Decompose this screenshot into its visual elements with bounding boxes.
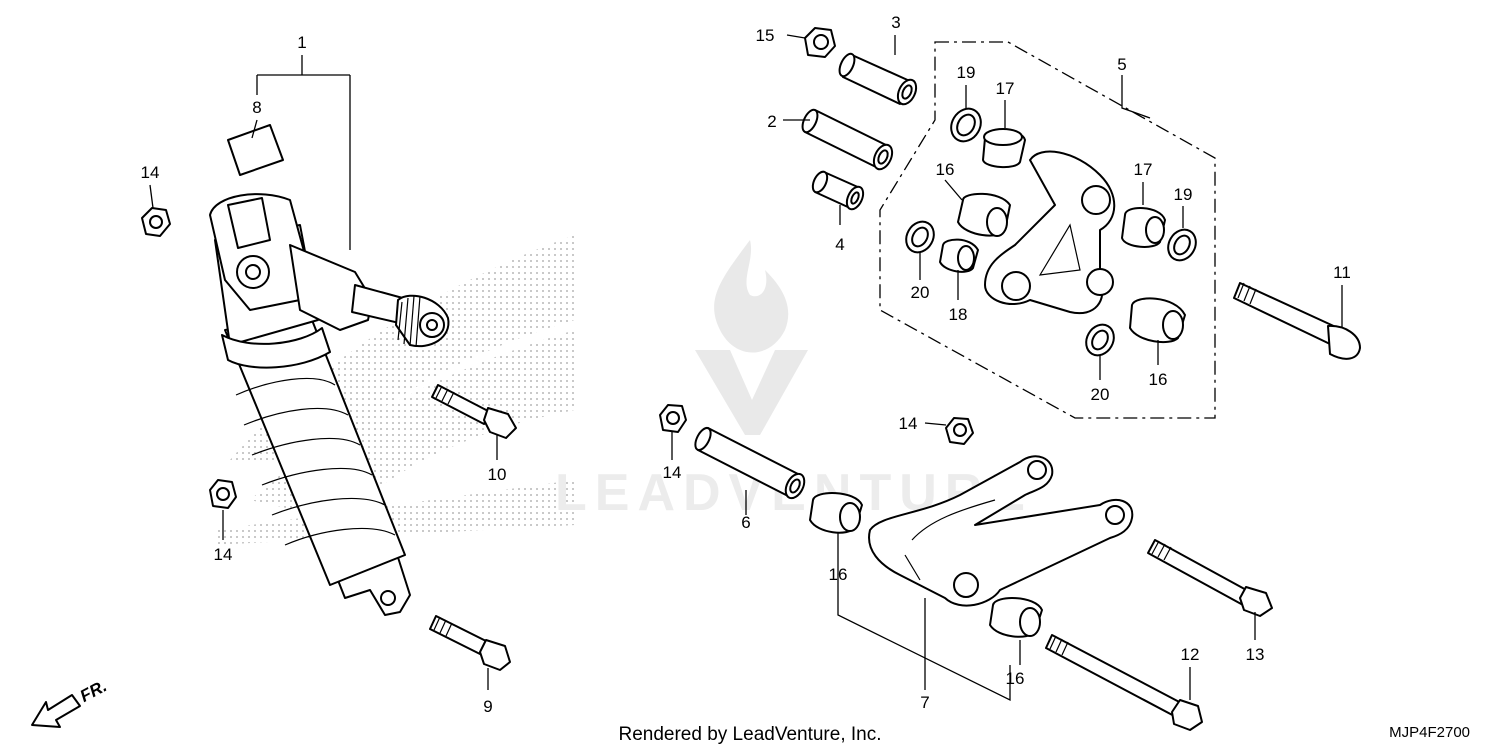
callout-1: 1 — [297, 33, 306, 52]
seal-20a[interactable] — [901, 217, 940, 258]
callout-14d: 14 — [899, 414, 918, 433]
seal-20b[interactable] — [1081, 320, 1120, 361]
rear-shock-absorber[interactable] — [209, 193, 450, 616]
callout-18: 18 — [949, 305, 968, 324]
bushing-16b[interactable] — [1129, 297, 1186, 344]
bushing-18[interactable] — [939, 238, 979, 273]
bolt-9[interactable] — [429, 615, 511, 671]
callout-8: 8 — [252, 98, 261, 117]
bushing-16a[interactable] — [957, 192, 1011, 237]
callout-14c: 14 — [663, 463, 682, 482]
callout-20b: 20 — [1091, 385, 1110, 404]
callout-16b: 16 — [1149, 370, 1168, 389]
nut-14d[interactable] — [945, 417, 974, 445]
callout-9: 9 — [483, 697, 492, 716]
callout-19a: 19 — [957, 63, 976, 82]
callout-16a: 16 — [936, 160, 955, 179]
collar-4[interactable] — [810, 169, 867, 211]
nut-14c[interactable] — [659, 404, 687, 433]
bolt-13[interactable] — [1147, 539, 1273, 617]
pipe-6[interactable] — [692, 426, 808, 502]
nut-14a[interactable] — [141, 207, 171, 237]
seal-19b[interactable] — [1163, 225, 1202, 266]
callout-labels: 1 2 3 4 5 6 7 8 9 10 11 12 13 14 14 14 1… — [141, 13, 1351, 716]
callout-3: 3 — [891, 13, 900, 32]
callout-12: 12 — [1181, 645, 1200, 664]
callout-4: 4 — [835, 235, 844, 254]
callout-5: 5 — [1117, 55, 1126, 74]
leader-lines — [149, 34, 1343, 702]
footer-credit: Rendered by LeadVenture, Inc. — [618, 724, 881, 745]
cushion-connecting-rod[interactable] — [868, 455, 1134, 607]
callout-2: 2 — [767, 112, 776, 131]
callout-14b: 14 — [214, 545, 233, 564]
callout-20a: 20 — [911, 283, 930, 302]
callout-19b: 19 — [1174, 185, 1193, 204]
callout-10: 10 — [488, 465, 507, 484]
callout-11: 11 — [1333, 263, 1351, 282]
collar-2[interactable] — [799, 108, 895, 173]
diagram-code: MJP4F2700 — [1389, 724, 1470, 741]
callout-16d: 16 — [1006, 669, 1025, 688]
callout-17b: 17 — [1134, 160, 1153, 179]
callout-17a: 17 — [996, 79, 1015, 98]
label-sticker[interactable] — [227, 124, 284, 176]
bushing-16d[interactable] — [989, 597, 1043, 638]
front-direction-arrow: FR. — [31, 676, 110, 728]
callout-14a: 14 — [141, 163, 160, 182]
bolt-12[interactable] — [1045, 634, 1203, 731]
nut-15[interactable] — [804, 27, 836, 58]
bushing-16c[interactable] — [809, 492, 863, 534]
bolt-11[interactable] — [1233, 282, 1361, 360]
seal-19a[interactable] — [945, 103, 986, 146]
callout-7: 7 — [920, 693, 929, 712]
direction-label: FR. — [77, 676, 110, 706]
bushing-17a[interactable] — [982, 128, 1026, 168]
bushing-17b[interactable] — [1121, 207, 1166, 248]
collar-3[interactable] — [836, 52, 919, 108]
callout-15: 15 — [756, 26, 775, 45]
callout-6: 6 — [741, 513, 750, 532]
callout-13: 13 — [1246, 645, 1265, 664]
callout-16c: 16 — [829, 565, 848, 584]
bolt-10[interactable] — [431, 384, 517, 439]
nut-14b[interactable] — [209, 479, 237, 509]
cushion-arm[interactable] — [984, 150, 1116, 315]
